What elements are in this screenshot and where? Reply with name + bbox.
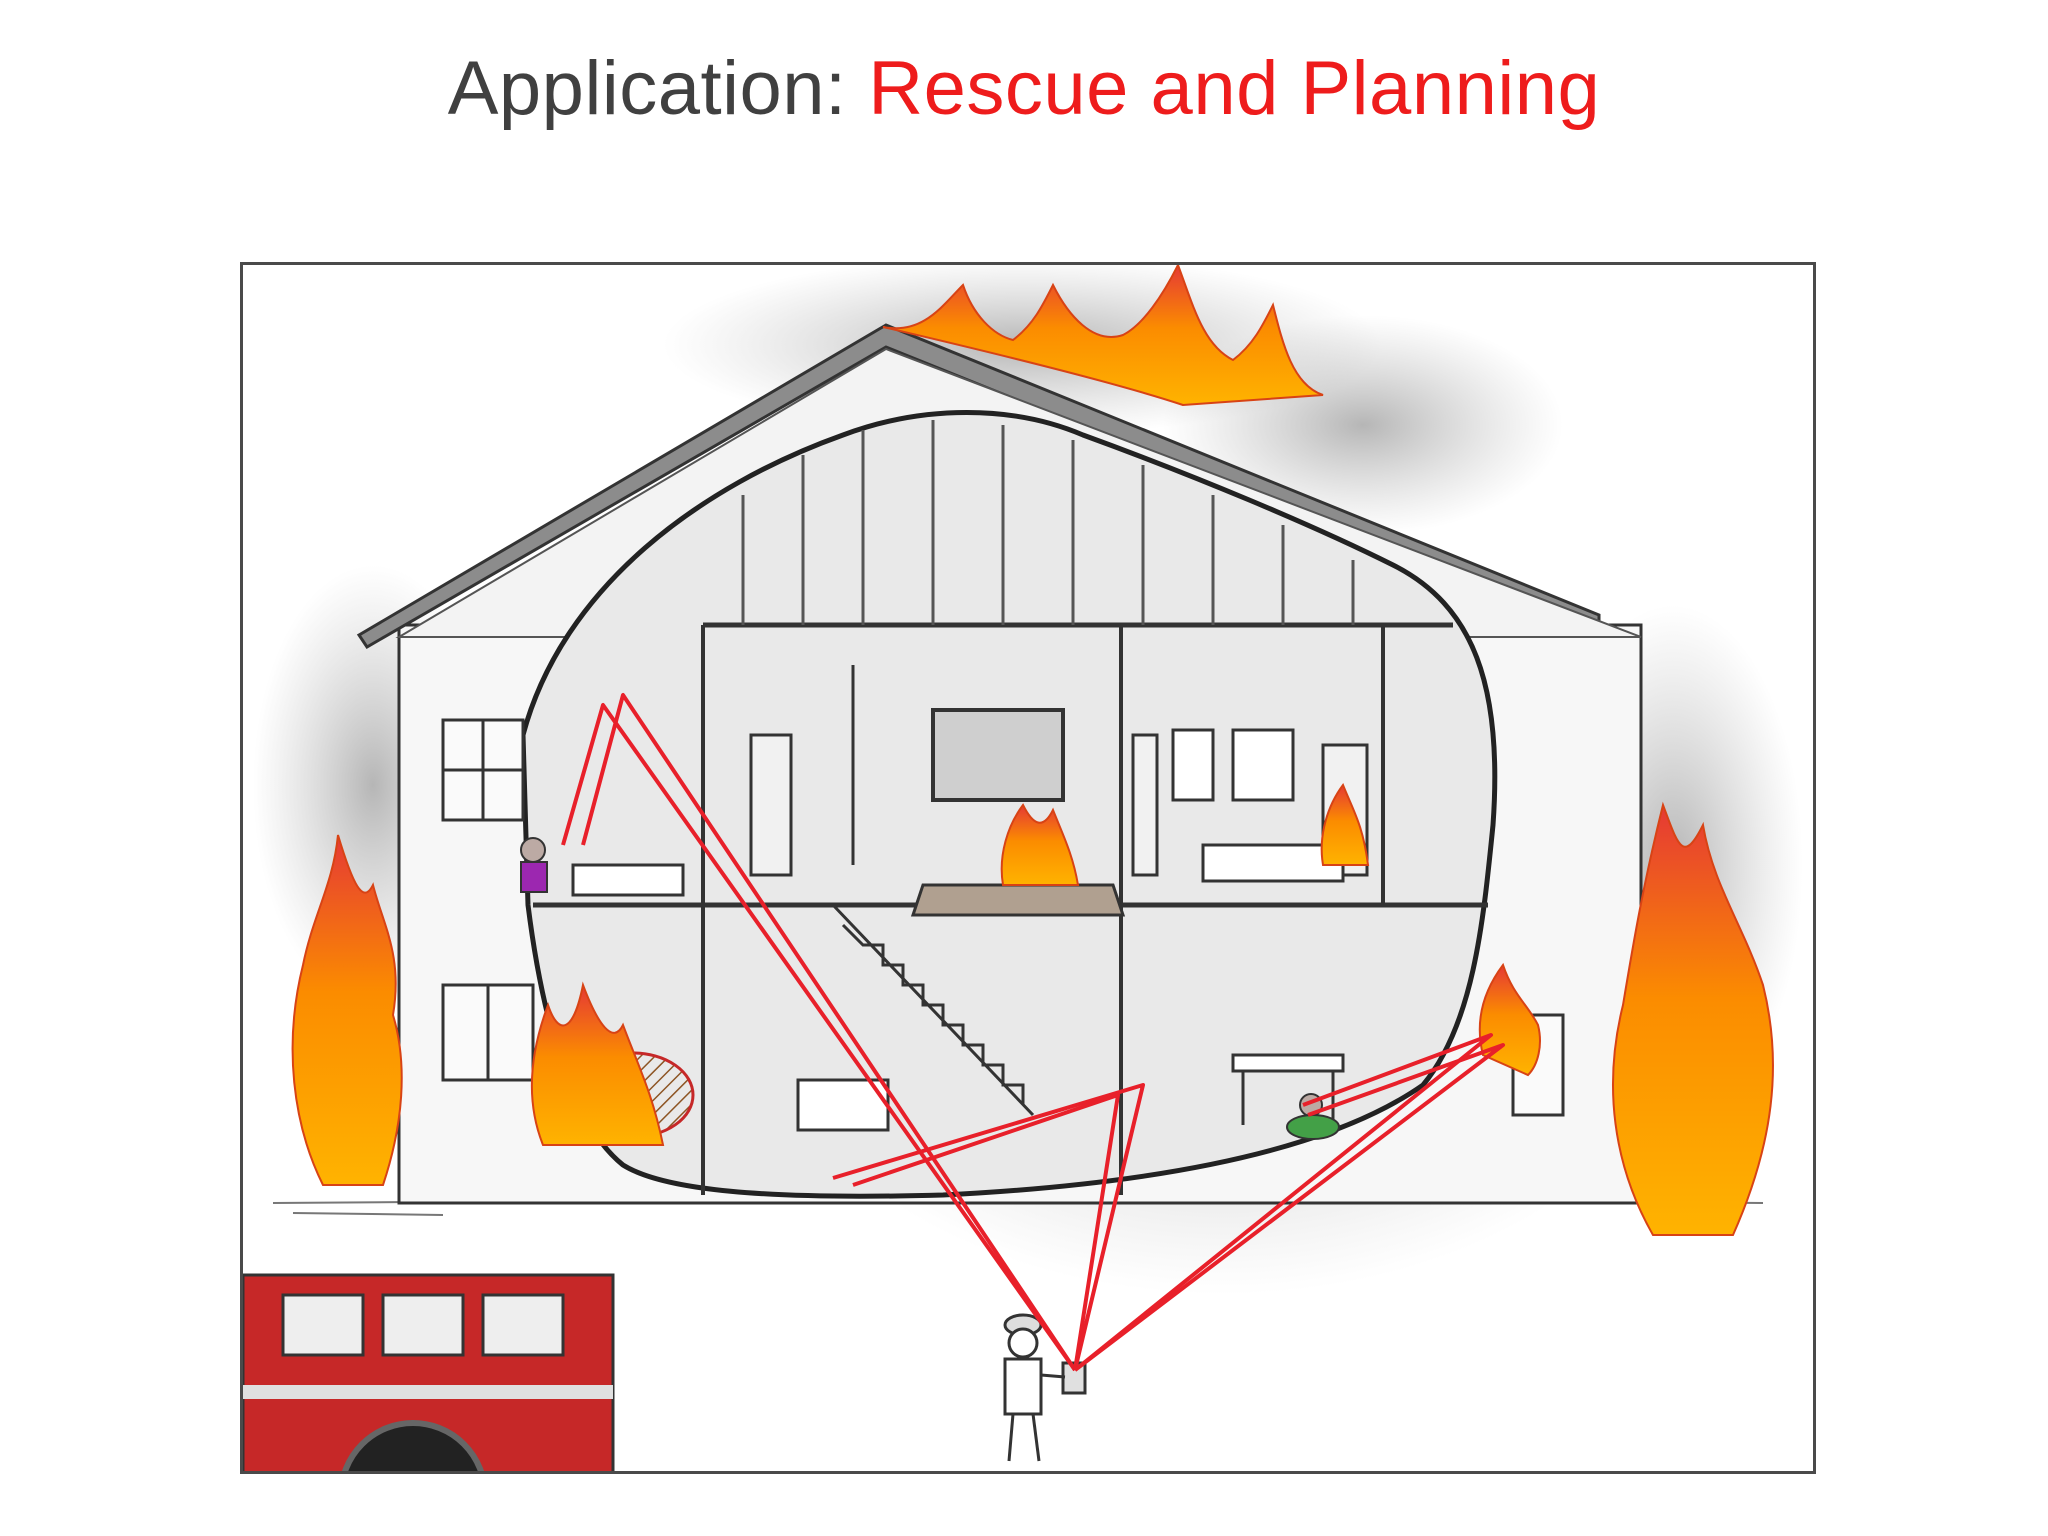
house-cutaway: [520, 410, 1498, 1199]
fire-truck: [243, 1273, 615, 1471]
exterior-windows: [441, 718, 1565, 1117]
firefighter: [1003, 1313, 1087, 1462]
burning-house-illustration: [243, 265, 1803, 1471]
slide-title: Application: Rescue and Planning: [0, 34, 2048, 144]
signal-paths: [561, 693, 1505, 1372]
title-prefix: Application:: [447, 46, 869, 131]
trapped-people: [520, 837, 1340, 1140]
title-highlight: Rescue and Planning: [868, 46, 1601, 131]
illustration-frame: [240, 262, 1816, 1474]
